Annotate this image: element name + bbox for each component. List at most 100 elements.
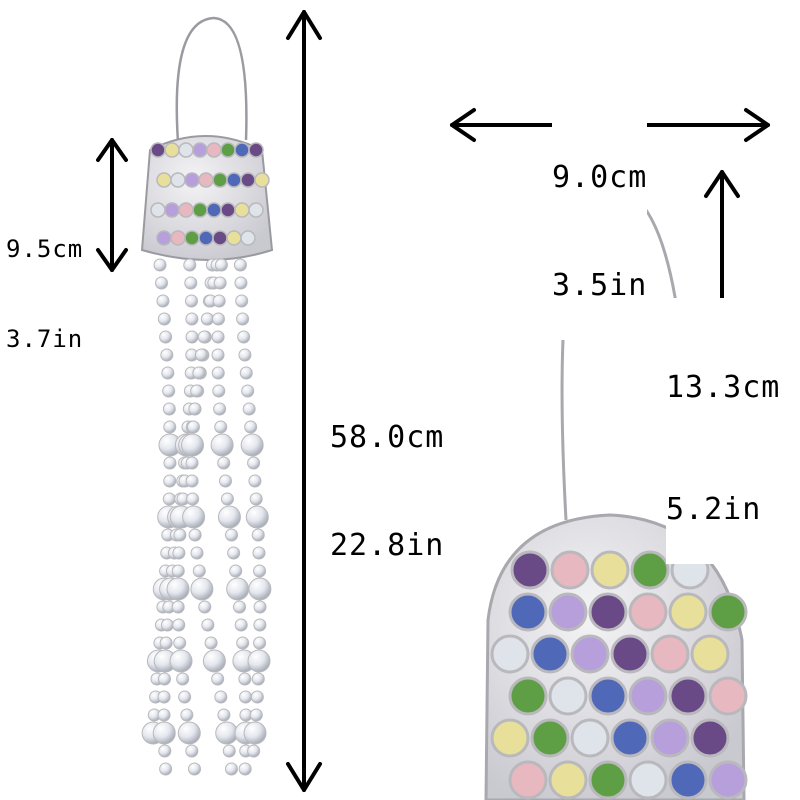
crystal-bead (162, 492, 176, 506)
gem-closeup (668, 760, 708, 800)
crystal-bead (185, 474, 199, 488)
crystal-bead (157, 312, 171, 326)
shade-height-in: 3.7in (6, 325, 84, 353)
shade-height-arrow (96, 138, 128, 272)
crystal-bead (211, 312, 225, 326)
crystal-bead (249, 492, 263, 506)
gem-closeup (668, 676, 708, 716)
gem (178, 202, 194, 218)
crystal-bead (160, 618, 174, 632)
crystal-bead (237, 330, 251, 344)
gem-closeup (530, 718, 570, 758)
wind-chime-closeup (484, 186, 748, 800)
crystal-bead (184, 294, 198, 308)
crystal-bead (225, 528, 239, 542)
full-height-label: 58.0cm 22.8in (330, 348, 444, 600)
crystal-bead (214, 420, 228, 434)
crystal-bead (211, 672, 225, 686)
crystal-bead (247, 744, 261, 758)
crystal-bead (157, 708, 171, 722)
crystal-bead (180, 708, 194, 722)
gem-closeup (590, 550, 630, 590)
gem-closeup (548, 592, 588, 632)
crystal-bead (162, 384, 176, 398)
crystal-bead (249, 708, 263, 722)
crystal-bead (241, 384, 255, 398)
crystal-bead (229, 564, 243, 578)
crystal-bead (211, 366, 225, 380)
gem-closeup (650, 718, 690, 758)
crystal-bead (210, 433, 234, 457)
crystal-bead (243, 721, 267, 745)
crystal-bead (192, 366, 206, 380)
crystal-bead (159, 330, 173, 344)
crystal-bead (227, 546, 241, 560)
crystal-bead (247, 456, 261, 470)
gem (156, 172, 172, 188)
gem-closeup (610, 718, 650, 758)
crystal-bead (190, 384, 204, 398)
gem-closeup (690, 634, 730, 674)
crystal-bead (217, 456, 231, 470)
crystal-bead (156, 294, 170, 308)
crystal-bead (240, 433, 264, 457)
crystal-bead (220, 492, 234, 506)
crystal-bead (234, 618, 248, 632)
crystal-bead (185, 744, 199, 758)
gem-closeup (690, 718, 730, 758)
gem-closeup (628, 676, 668, 716)
gem (192, 202, 208, 218)
crystal-bead (253, 600, 267, 614)
crystal-bead (158, 744, 172, 758)
gem-closeup (550, 550, 590, 590)
crystal-bead (194, 348, 208, 362)
crystal-bead (180, 433, 204, 457)
crystal-bead (236, 636, 250, 650)
gem (184, 172, 200, 188)
crystal-bead (163, 420, 177, 434)
crystal-bead (185, 330, 199, 344)
shade-width-cm: 9.0cm (552, 160, 648, 195)
hanger-wire (175, 16, 248, 143)
shade-height-label: 9.5cm 3.7in (6, 174, 84, 384)
gem-closeup (708, 592, 748, 632)
crystal-bead (253, 564, 267, 578)
gem-closeup (530, 634, 570, 674)
gem (220, 142, 236, 158)
gem (240, 230, 256, 246)
hanger-height-label: 13.3cm 5.2in (666, 298, 781, 564)
shade-gems-closeup (490, 550, 748, 800)
crystal-bead (218, 474, 232, 488)
gem (234, 202, 250, 218)
hanger-height-in: 5.2in (666, 492, 762, 527)
gem (220, 202, 236, 218)
crystal-bead (183, 258, 197, 272)
crystal-bead (177, 721, 201, 745)
gem (254, 172, 270, 188)
crystal-bead (186, 492, 200, 506)
crystal-bead (197, 330, 211, 344)
full-height-in: 22.8in (330, 528, 445, 563)
crystal-bead (157, 690, 171, 704)
gem (178, 142, 194, 158)
crystal-bead (212, 384, 226, 398)
crystal-bead (169, 649, 193, 673)
crystal-bead (160, 348, 174, 362)
gem-closeup (708, 760, 748, 800)
crystal-bead (173, 636, 187, 650)
crystal-bead (211, 330, 225, 344)
crystal-bead (190, 546, 204, 560)
crystal-bead (190, 577, 214, 601)
crystal-bead (248, 577, 272, 601)
gem-closeup (630, 550, 670, 590)
gem (248, 202, 264, 218)
crystal-bead (233, 258, 247, 272)
gem (226, 230, 242, 246)
gem (226, 172, 242, 188)
crystal-bead (188, 402, 202, 416)
shade-width-in: 3.5in (552, 268, 648, 303)
crystal-bead (247, 649, 271, 673)
gem-closeup (668, 592, 708, 632)
crystal-bead (217, 708, 231, 722)
